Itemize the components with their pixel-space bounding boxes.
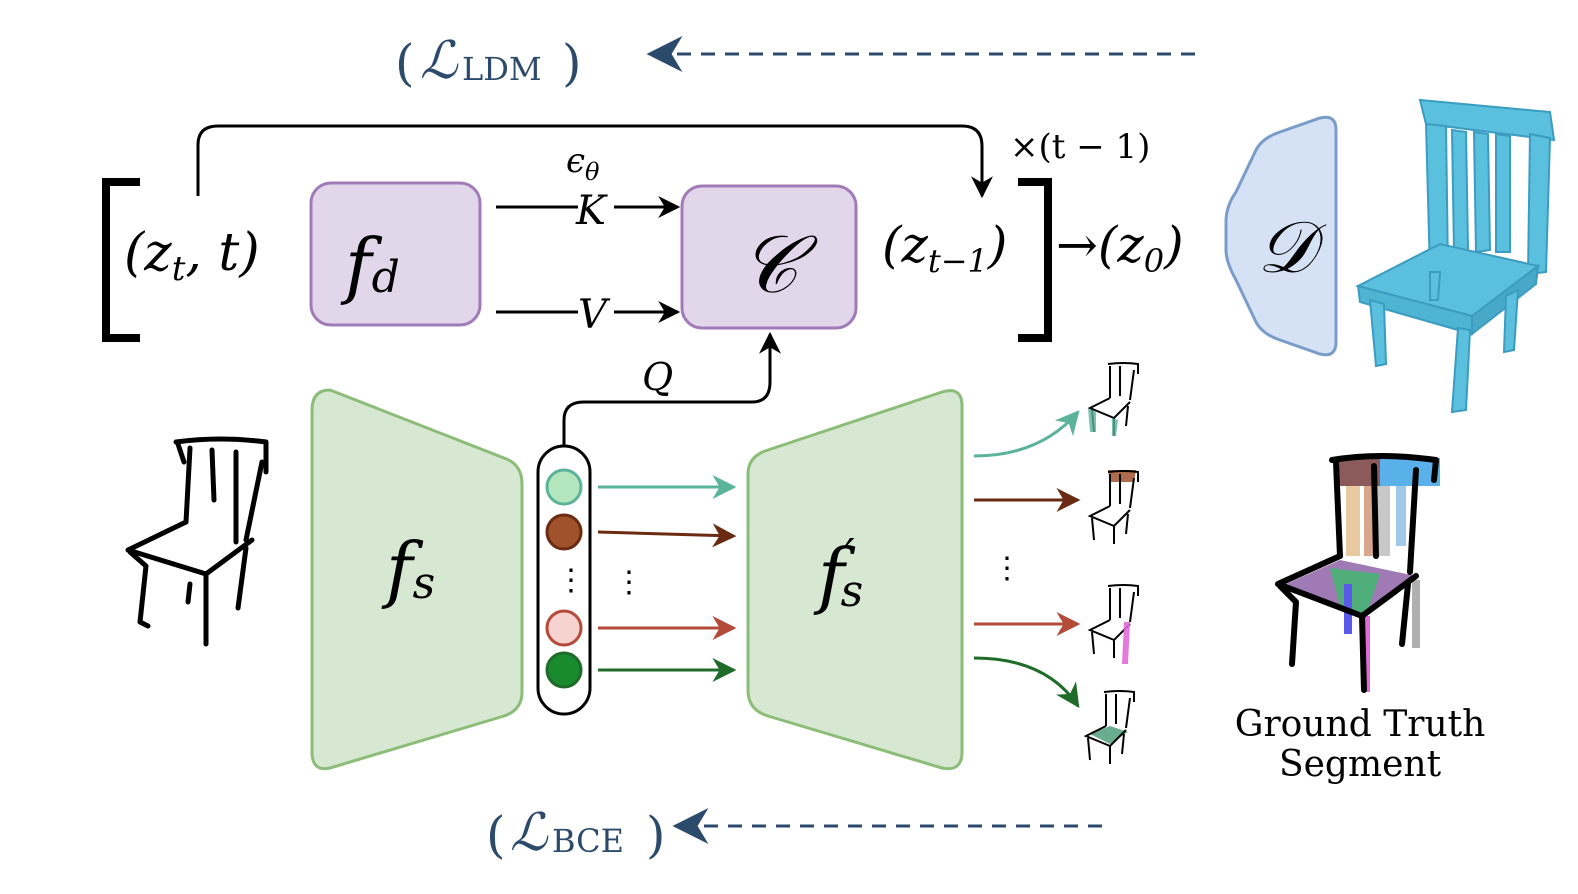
ground-truth-chair	[1275, 453, 1440, 693]
loss-ldm-subscript: LDM	[462, 50, 542, 88]
f-s-label: fs	[381, 527, 435, 611]
loss-bce-subscript: BCE	[552, 822, 624, 860]
epsilon-label: ϵθ	[566, 141, 600, 186]
final-state-label: →(z0)	[1056, 216, 1184, 280]
loss-ldm-close: )	[562, 34, 582, 92]
token-brown	[545, 513, 583, 551]
decoder-block	[1224, 115, 1338, 357]
input-state-text-b: , t)	[185, 223, 259, 283]
input-sketch-chair	[125, 436, 269, 647]
token-vdots: ⋮	[556, 563, 586, 598]
segment-chair-rear-leg	[1087, 584, 1139, 664]
ground-truth-line1: Ground Truth	[1235, 704, 1486, 745]
segment-chair-seat	[1083, 690, 1135, 764]
query-arrow	[562, 331, 781, 446]
generated-chair-3d	[1355, 98, 1556, 414]
loss-bce-open: (	[486, 806, 506, 864]
query-label: Q	[642, 355, 673, 399]
input-state-text-a: (z	[124, 223, 172, 283]
value-label: V	[578, 292, 611, 338]
right-bracket	[1018, 178, 1052, 342]
next-state-label: (zt−1)	[882, 216, 1007, 280]
denoise-loop-arrow	[196, 124, 993, 199]
f-s-prime-label: f′s	[813, 530, 863, 617]
f-d-block	[309, 181, 482, 327]
svg-text:(zt, t): (zt, t)	[124, 223, 260, 289]
cross-attention-block	[680, 184, 858, 330]
loss-ldm-label: ( ℒ LDM )	[395, 31, 582, 92]
token-pink	[545, 609, 583, 647]
input-state-sub: t	[172, 249, 186, 289]
loss-bce-label: ( ℒ BCE )	[486, 803, 666, 864]
segment-chair-legs	[1087, 362, 1139, 436]
token-dark-green	[545, 651, 583, 689]
token-arrow-brown	[597, 523, 737, 548]
output-vdots: ⋮	[992, 551, 1022, 586]
loss-ldm-symbol: ℒ	[420, 31, 459, 91]
loss-bce-symbol: ℒ	[510, 803, 549, 863]
left-bracket	[102, 178, 140, 342]
f-d-label: fd	[340, 223, 400, 307]
token-light-green	[545, 468, 583, 506]
ground-truth-line2: Segment	[1279, 744, 1442, 785]
loss-bce-close: )	[646, 806, 666, 864]
input-state-label: (zt, t)	[124, 223, 260, 289]
key-label: K	[575, 188, 608, 234]
segment-chair-back	[1087, 470, 1139, 544]
loss-ldm-open: (	[395, 34, 415, 92]
output-arrow-dark-green	[973, 656, 1080, 708]
f-s-prime-block	[746, 389, 964, 771]
token-arrow-vdots: ⋮	[614, 565, 644, 600]
repeat-label: ×(t − 1)	[1010, 127, 1150, 167]
output-arrow-light-green	[973, 410, 1080, 458]
f-s-encoder-block	[310, 388, 524, 771]
